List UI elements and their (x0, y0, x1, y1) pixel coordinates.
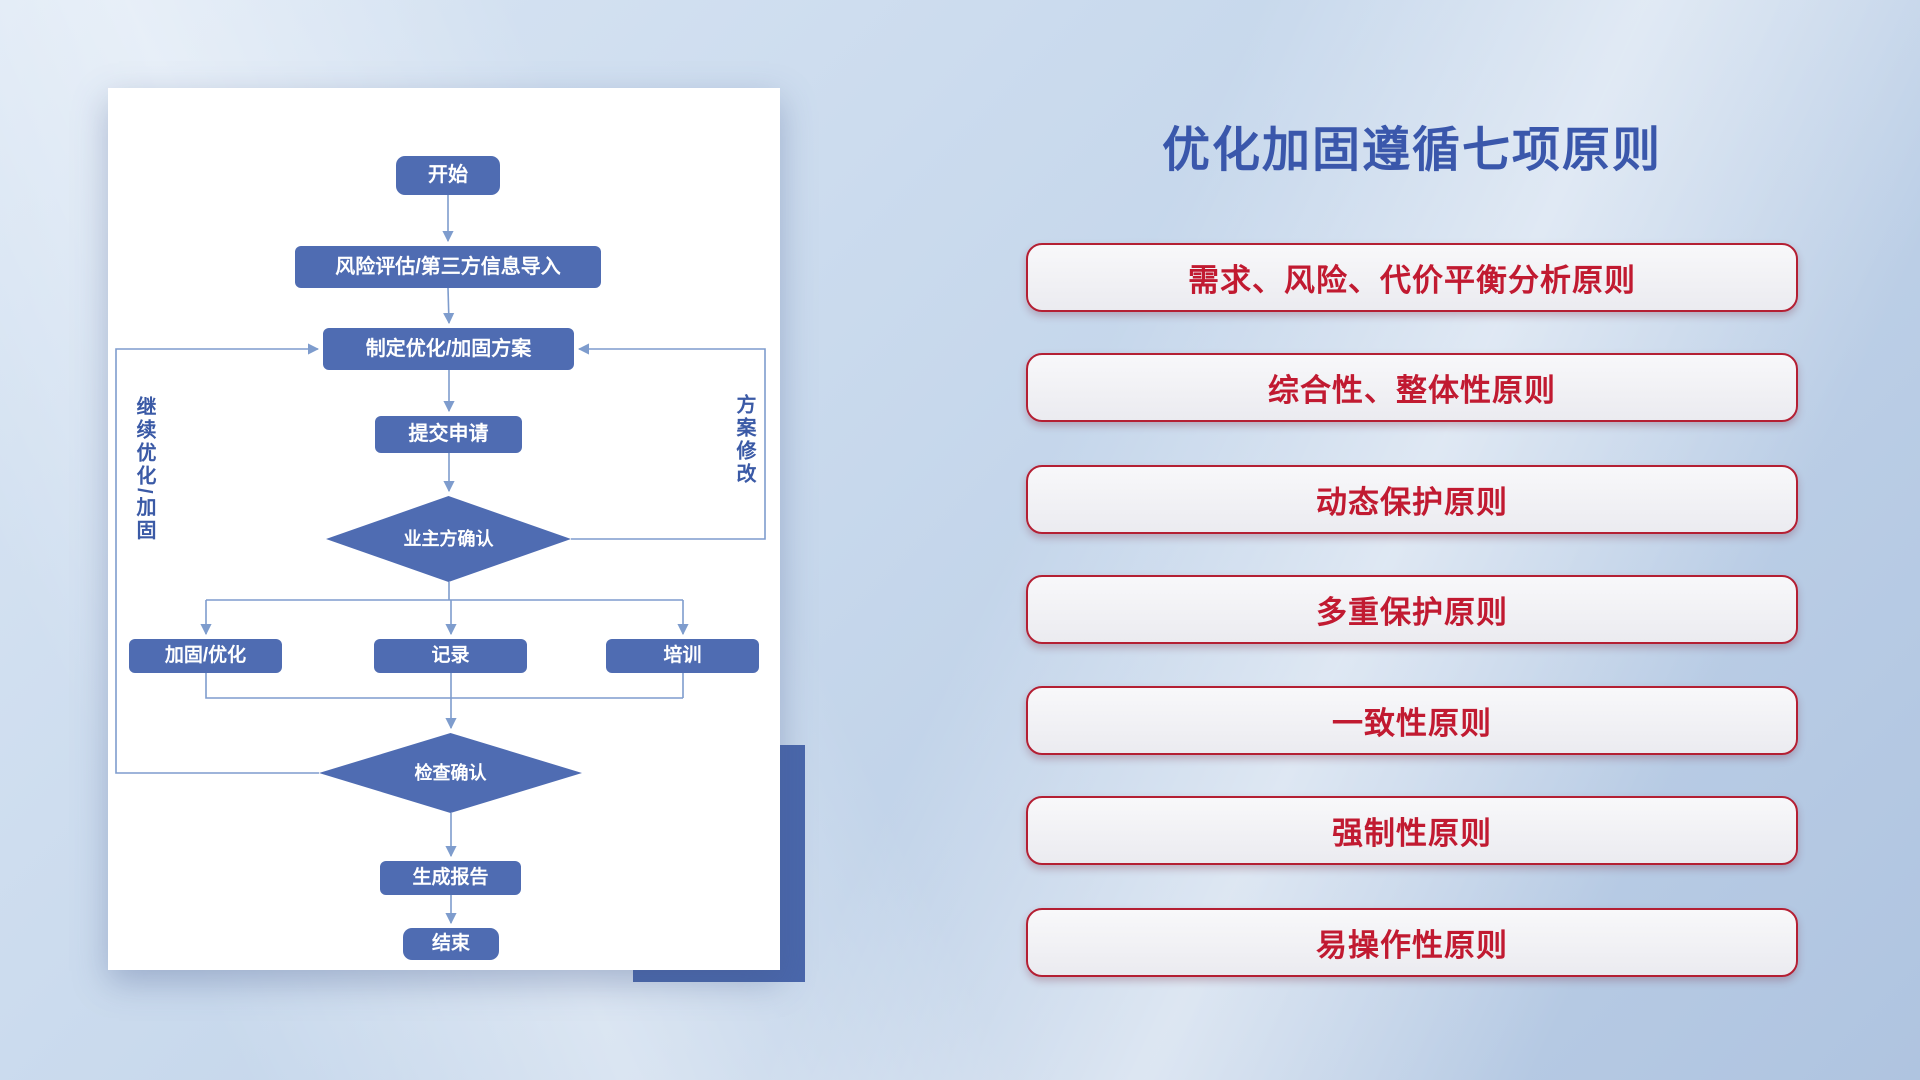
flow-node-report: 生成报告 (380, 861, 521, 895)
flow-node-start: 开始 (396, 156, 500, 195)
flow-node-reinforce: 加固/优化 (129, 639, 282, 673)
flow-node-risk-import: 风险评估/第三方信息导入 (295, 246, 601, 288)
flow-node-make-plan: 制定优化/加固方案 (323, 328, 574, 370)
flow-node-submit: 提交申请 (375, 416, 522, 453)
flow-node-end: 结束 (403, 928, 499, 960)
principle-item-5: 一致性原则 (1026, 686, 1798, 755)
edge-label-continue-loop: 继续优化/加固 (133, 396, 155, 543)
page-title: 优化加固遵循七项原则 (1161, 124, 1662, 177)
principle-item-2: 综合性、整体性原则 (1026, 353, 1798, 422)
flow-node-record: 记录 (374, 639, 527, 673)
edge-label-modify-plan: 方案修改 (733, 394, 755, 486)
principle-item-6: 强制性原则 (1026, 796, 1798, 865)
principle-item-3: 动态保护原则 (1026, 465, 1798, 534)
principle-item-4: 多重保护原则 (1026, 575, 1798, 644)
principle-item-7: 易操作性原则 (1026, 908, 1798, 977)
flow-node-training: 培训 (606, 639, 759, 673)
principle-item-1: 需求、风险、代价平衡分析原则 (1026, 243, 1798, 312)
